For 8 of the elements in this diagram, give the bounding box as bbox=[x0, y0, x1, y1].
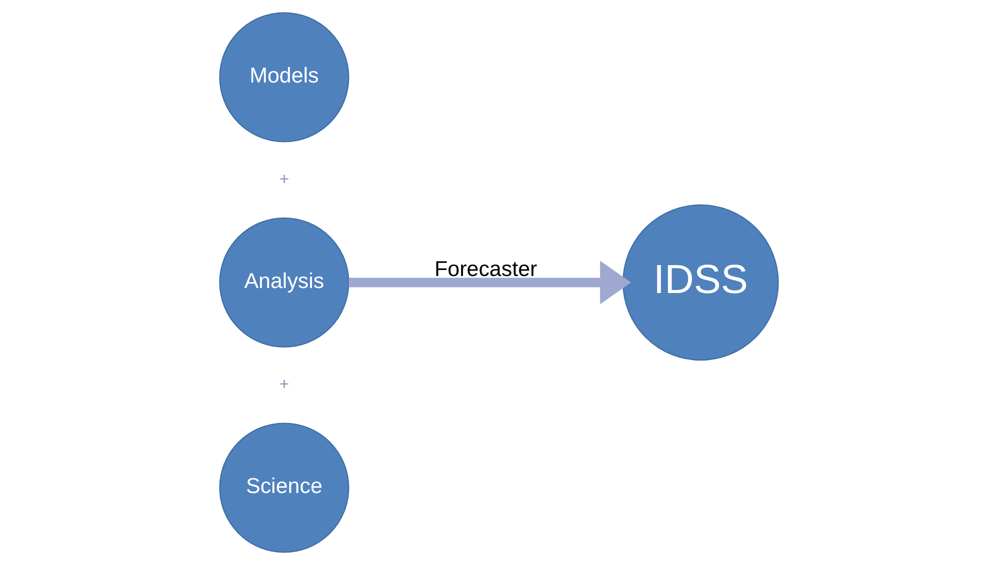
node-circle: IDSS bbox=[622, 204, 778, 361]
label: + bbox=[278, 374, 289, 394]
node-circle: Analysis bbox=[218, 217, 349, 348]
edge-label: Forecaster bbox=[434, 256, 537, 281]
arrow bbox=[348, 260, 631, 304]
label: + bbox=[278, 169, 289, 188]
node-circle: Science bbox=[218, 422, 349, 553]
node-circle: Models bbox=[218, 12, 349, 142]
